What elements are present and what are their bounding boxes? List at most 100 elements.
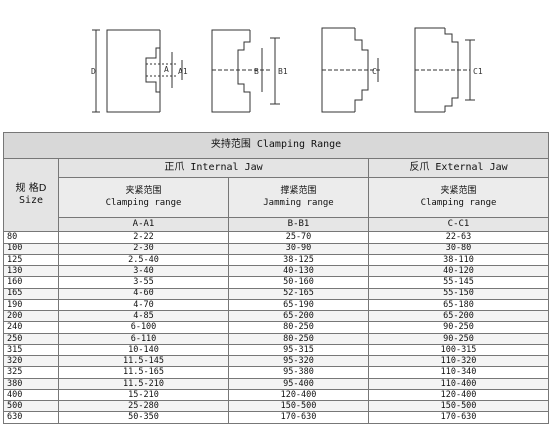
title-en: Clamping Range [256, 139, 342, 151]
range-c-cell: 38-110 [367, 253, 550, 267]
range-c-cell: 120-400 [367, 388, 550, 402]
clamp-cn: 夹紧范围 [125, 185, 162, 196]
range-b-cell: 65-200 [228, 310, 369, 323]
clamping-range-header-a: 夹紧范围 Clamping range [58, 177, 229, 218]
size-cell: 240 [3, 321, 59, 334]
range-a-cell: 4-60 [58, 287, 229, 300]
size-header: 规 格D Size [3, 157, 59, 233]
jaw-diagrams: D A A1 B B1 C C1 [91, 27, 483, 113]
clamp-cn-external: 夹紧范围 [440, 185, 477, 196]
size-cell: 190 [3, 298, 59, 312]
dim-label-b1: B1 [278, 67, 288, 76]
range-b-cell: 95-400 [228, 377, 369, 390]
range-c-cell: 65-200 [367, 310, 550, 323]
range-a-cell: 2.5-40 [58, 253, 229, 267]
range-a-cell: 11.5-210 [58, 377, 229, 390]
range-c-cell: 170-630 [367, 411, 550, 424]
range-a-cell: 4-70 [58, 298, 229, 312]
range-c-cell: 22-63 [367, 231, 550, 244]
size-cell: 400 [3, 388, 59, 402]
internal-jaw-header: 正爪 Internal Jaw [58, 157, 369, 179]
range-c-cell: 90-250 [367, 321, 550, 334]
jamming-range-header: 撑紧范围 Jamming range [228, 177, 369, 218]
size-cell: 200 [3, 310, 59, 323]
size-cell: 80 [3, 231, 59, 244]
col-a-header: A-A1 [58, 216, 229, 233]
table-title: 夹持范围 Clamping Range [2, 132, 550, 159]
range-a-cell: 3-55 [58, 276, 229, 289]
size-en: Size [18, 195, 44, 207]
diagram-internal-jamming [211, 29, 280, 113]
size-cell: 125 [3, 253, 59, 267]
range-c-cell: 90-250 [367, 332, 550, 345]
dim-label-a: A [164, 65, 169, 74]
external-en: External Jaw [435, 162, 508, 174]
dim-label-b: B [254, 67, 259, 76]
size-cell: 315 [3, 343, 59, 357]
range-b-cell: 120-400 [228, 388, 369, 402]
clamping-range-table: 夹持范围 Clamping Range 规 格D Size 正爪 Interna… [2, 132, 550, 424]
internal-en: Internal Jaw [190, 162, 263, 174]
range-b-cell: 52-165 [228, 287, 369, 300]
size-cell: 250 [3, 332, 59, 345]
range-c-cell: 110-320 [367, 355, 550, 368]
size-cell: 130 [3, 265, 59, 278]
range-a-cell: 3-40 [58, 265, 229, 278]
range-a-cell: 6-110 [58, 332, 229, 345]
range-b-cell: 95-315 [228, 343, 369, 357]
col-b-header: B-B1 [228, 216, 369, 233]
diagram-external-clamping [321, 27, 380, 113]
range-b-cell: 150-500 [228, 400, 369, 413]
external-cn: 反爪 [409, 162, 430, 174]
range-b-cell: 170-630 [228, 411, 369, 424]
range-a-cell: 25-280 [58, 400, 229, 413]
range-a-cell: 50-350 [58, 411, 229, 424]
range-b-cell: 80-250 [228, 332, 369, 345]
range-c-cell: 55-145 [367, 276, 550, 289]
range-b-cell: 30-90 [228, 242, 369, 255]
clamp-en: Clamping range [105, 197, 182, 208]
dim-label-a1: A1 [178, 67, 188, 76]
range-a-cell: 10-140 [58, 343, 229, 357]
size-cell: 630 [3, 411, 59, 424]
range-c-cell: 40-120 [367, 265, 550, 278]
range-c-cell: 55-150 [367, 287, 550, 300]
clamping-range-header-c: 夹紧范围 Clamping range [367, 177, 550, 218]
jam-en: Jamming range [263, 197, 334, 208]
diagram-external-jamming [414, 27, 475, 113]
range-b-cell: 95-320 [228, 355, 369, 368]
size-cell: 100 [3, 242, 59, 255]
col-c-header: C-C1 [367, 216, 550, 233]
range-a-cell: 4-85 [58, 310, 229, 323]
range-c-cell: 100-315 [367, 343, 550, 357]
range-b-cell: 95-380 [228, 366, 369, 379]
range-a-cell: 2-30 [58, 242, 229, 255]
size-cell: 165 [3, 287, 59, 300]
range-a-cell: 11.5-145 [58, 355, 229, 368]
external-jaw-header: 反爪 External Jaw [367, 157, 550, 179]
range-c-cell: 110-340 [367, 366, 550, 379]
range-b-cell: 65-190 [228, 298, 369, 312]
internal-cn: 正爪 [164, 162, 185, 174]
range-a-cell: 15-210 [58, 388, 229, 402]
range-b-cell: 80-250 [228, 321, 369, 334]
range-c-cell: 30-80 [367, 242, 550, 255]
range-a-cell: 6-100 [58, 321, 229, 334]
dim-label-c1: C1 [473, 67, 483, 76]
size-cell: 500 [3, 400, 59, 413]
